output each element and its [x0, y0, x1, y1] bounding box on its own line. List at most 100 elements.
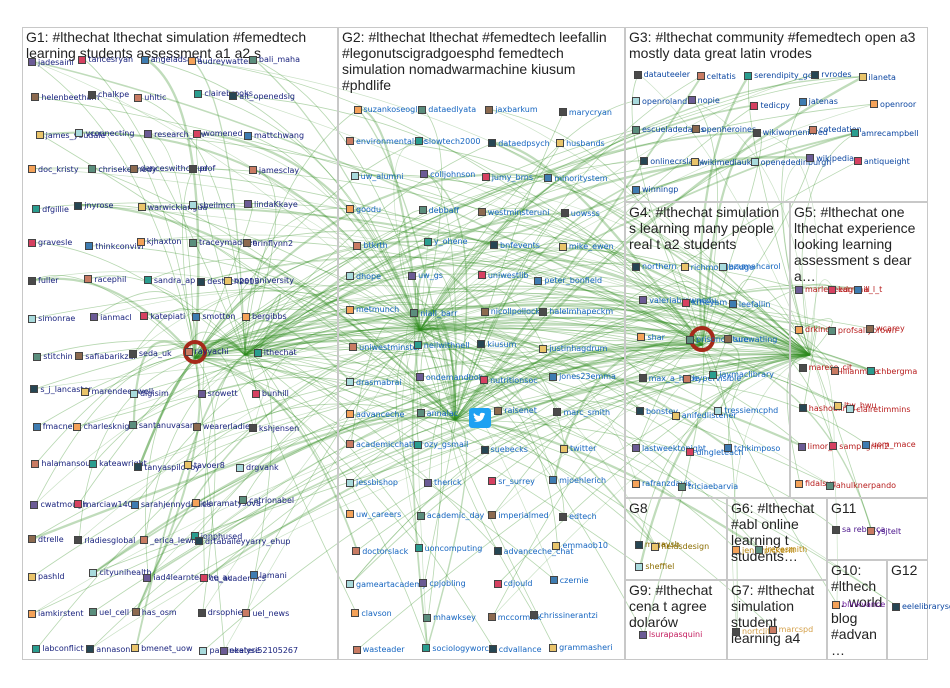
avatar-icon	[31, 460, 39, 468]
avatar-icon	[250, 571, 258, 579]
avatar-icon	[640, 157, 648, 165]
avatar-icon	[32, 205, 40, 213]
node-label: bergibbs	[252, 312, 287, 321]
group-title-g11: G11	[831, 500, 924, 516]
node-label: iamkirstent	[38, 609, 84, 618]
node-label: sheffiel	[645, 562, 674, 571]
avatar-icon	[488, 477, 496, 485]
avatar-icon	[488, 139, 496, 147]
avatar-icon	[637, 333, 645, 341]
avatar-icon	[709, 371, 717, 379]
node-label: imperialmed	[498, 511, 548, 520]
avatar-icon	[415, 137, 423, 145]
node-label: openuniversity	[234, 276, 294, 285]
avatar-icon	[189, 165, 197, 173]
node-label: suebecks	[491, 445, 528, 454]
node-label: ysjtelt	[877, 527, 902, 536]
node-label: fuller	[38, 276, 59, 285]
node-g2: czernie	[550, 576, 589, 585]
node-g2: dataedpsych	[488, 139, 549, 148]
avatar-icon	[488, 511, 496, 519]
avatar-icon	[185, 348, 193, 356]
avatar-icon	[769, 626, 777, 634]
avatar-icon	[846, 405, 854, 413]
node-g2: drasmabrai	[346, 378, 402, 387]
avatar-icon	[131, 644, 139, 652]
node-g3: datauteeler	[634, 70, 691, 79]
node-label: santanuvasant	[139, 421, 198, 430]
avatar-icon	[346, 580, 354, 588]
node-label: uniwestminster	[359, 343, 421, 352]
node-label: cdvallance	[499, 645, 542, 654]
node-label: lindaKkaye	[254, 200, 298, 209]
avatar-icon	[826, 482, 834, 490]
node-label: bnfevents	[500, 241, 540, 250]
avatar-icon	[81, 388, 89, 396]
node-g1: ianmacl	[90, 313, 132, 322]
node-label: wearerladies	[203, 422, 254, 431]
avatar-icon	[88, 91, 96, 99]
node-g5: clairetimmins	[846, 405, 910, 414]
avatar-icon	[417, 409, 425, 417]
avatar-icon	[632, 263, 640, 271]
group-title-g9: G9: #lthechat cena t agree dolarów	[629, 582, 723, 630]
avatar-icon	[249, 424, 257, 432]
node-g2: goodu	[346, 205, 381, 214]
avatar-icon	[811, 71, 819, 79]
node-label: mattchwang	[254, 131, 304, 140]
avatar-icon	[424, 238, 432, 246]
node-g3: rvrodes	[811, 70, 851, 79]
node-g1: digisim	[130, 389, 169, 398]
node-g1: bunhill	[252, 389, 289, 398]
node-label: mjoehlerich	[559, 476, 606, 485]
node-label: westminsteruni	[488, 208, 550, 217]
avatar-icon	[129, 421, 137, 429]
avatar-icon	[867, 527, 875, 535]
avatar-icon	[530, 611, 538, 619]
avatar-icon	[195, 537, 203, 545]
node-label: gravesle	[38, 238, 72, 247]
node-g1: smotton	[192, 312, 235, 321]
avatar-icon	[828, 327, 836, 335]
avatar-icon	[28, 573, 36, 581]
node-label: btkrth	[363, 241, 387, 250]
avatar-icon	[352, 547, 360, 555]
avatar-icon	[422, 644, 430, 652]
node-g2: wasteader	[353, 645, 405, 654]
node-g3: wikimediauk	[691, 158, 751, 167]
avatar-icon	[353, 646, 361, 654]
node-g2: slowtech2000	[415, 137, 481, 146]
node-g2: btkrth	[353, 241, 387, 250]
avatar-icon	[478, 271, 486, 279]
avatar-icon	[482, 173, 490, 181]
node-g4: northern	[632, 262, 677, 271]
node-label: tchkimposo	[734, 444, 780, 453]
avatar-icon	[851, 129, 859, 137]
node-label: marciaw1404	[84, 500, 138, 509]
avatar-icon	[252, 390, 260, 398]
node-g2: chrissinerantzi	[530, 611, 598, 620]
node-g1: santanuvasant	[129, 421, 198, 430]
avatar-icon	[28, 58, 36, 66]
avatar-icon	[353, 242, 361, 250]
node-g1: uel_news	[242, 609, 289, 618]
node-label: nutritionsoc	[490, 376, 538, 385]
avatar-icon	[346, 410, 354, 418]
node-label: uel_cell	[99, 608, 129, 617]
node-g1: kshjensen	[249, 424, 299, 433]
avatar-icon	[724, 335, 732, 343]
node-g2: academic_day	[417, 511, 484, 520]
avatar-icon	[137, 238, 145, 246]
node-label: ianmacl	[100, 313, 132, 322]
avatar-icon	[198, 390, 206, 398]
avatar-icon	[144, 130, 152, 138]
avatar-icon	[477, 340, 485, 348]
node-g2: debbaff	[419, 206, 460, 215]
avatar-icon	[85, 242, 93, 250]
node-g4: jaymaclibrary	[709, 370, 774, 379]
node-g1: rladiesglobal	[74, 536, 135, 545]
avatar-icon	[686, 336, 694, 344]
node-g3: ilaneta	[859, 73, 896, 82]
avatar-icon	[129, 350, 137, 358]
node-label: ilaneta	[869, 73, 896, 82]
